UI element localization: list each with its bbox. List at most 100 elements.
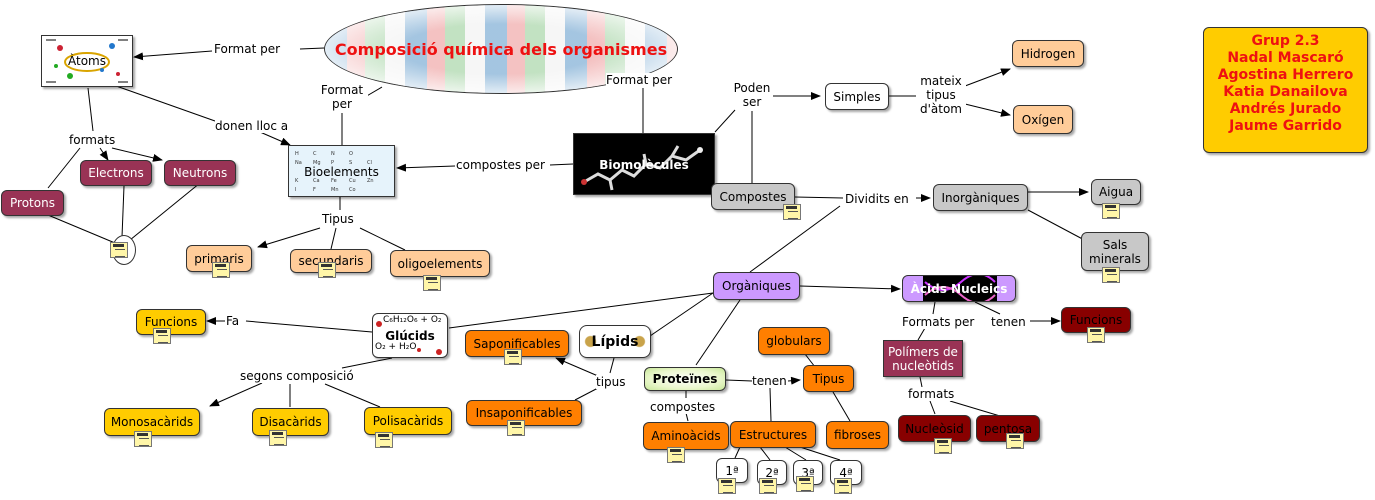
note-document-icon[interactable] [1102, 203, 1120, 219]
link-label-dividits-en: Dividits en [845, 192, 909, 206]
node-tipus-proteines[interactable]: Tipus [803, 365, 854, 392]
link-label-compostes: compostes [650, 400, 716, 414]
link-label-tipus: tipus [596, 375, 626, 389]
node-globulars[interactable]: globulars [758, 327, 830, 355]
node-compostes-label: Compostes [719, 189, 787, 204]
node-monosacarids-label: Monosacàrids [110, 415, 194, 429]
svg-text:O: O [349, 151, 353, 157]
link-label-format-per: Format per [214, 42, 281, 56]
node-oxigen[interactable]: Oxígen [1013, 105, 1073, 134]
node-simples[interactable]: Simples [825, 83, 889, 110]
node-electrons-label: Electrons [88, 166, 144, 180]
note-document-icon[interactable] [759, 478, 777, 494]
note-document-icon[interactable] [212, 262, 230, 278]
note-document-icon[interactable] [667, 447, 685, 463]
node-fibroses[interactable]: fibroses [826, 421, 889, 449]
atom-diagram-image [46, 39, 128, 83]
node-neutrons-label: Neutrons [172, 166, 228, 180]
node-glucids[interactable]: C₆H₁₂O₆ + O₂ Glúcids O₂ + H₂O [372, 313, 448, 358]
link-label-donen-lloc-a: donen lloc a [215, 119, 289, 133]
node-polimers[interactable]: Polímers de nucleòtids [883, 340, 963, 377]
node-oligoelements-label: oligoelements [397, 256, 483, 271]
node-disacarids[interactable]: Disacàrids [252, 408, 329, 436]
node-hidrogen-label: Hidrogen [1020, 46, 1076, 61]
node-polisacarids[interactable]: Polisacàrids [364, 407, 452, 435]
node-nucleosid[interactable]: Nucleòsid [898, 415, 971, 442]
node-inorganiques[interactable]: Inorgàniques [933, 184, 1028, 211]
node-acids-nucleics[interactable]: Àcids Nucleics [902, 275, 1016, 302]
node-estructures-label: Estructures [738, 427, 808, 442]
node-inorganiques-label: Inorgàniques [941, 190, 1020, 205]
node-neutrons[interactable]: Neutrons [164, 160, 236, 186]
credits-line: Jaume Garrido [1229, 118, 1342, 134]
note-document-icon[interactable] [110, 242, 128, 258]
note-document-icon[interactable] [504, 349, 522, 365]
node-oxigen-label: Oxígen [1021, 112, 1065, 127]
link-label-formats-per: Formats per [902, 315, 975, 329]
note-document-icon[interactable] [1006, 433, 1024, 449]
svg-text:K: K [295, 178, 299, 184]
note-document-icon[interactable] [796, 476, 814, 492]
node-aigua[interactable]: Aigua [1091, 179, 1141, 205]
node-protons[interactable]: Protons [1, 190, 64, 216]
node-organiques[interactable]: Orgàniques [713, 272, 800, 300]
link-label-mateix-tipus: mateix tipus d'àtom [916, 74, 966, 116]
node-protons-label: Protons [10, 196, 55, 210]
node-funcions-acids[interactable]: Funcions [1061, 307, 1131, 333]
note-document-icon[interactable] [834, 478, 852, 494]
link-label-poden-ser: Poden ser [731, 81, 773, 109]
note-document-icon[interactable] [318, 262, 336, 278]
molecule-structure-image [581, 145, 703, 191]
node-primaris-label: primaris [194, 251, 244, 266]
node-aminoacids[interactable]: Aminoàcids [643, 422, 729, 450]
node-monosacarids[interactable]: Monosacàrids [104, 408, 200, 436]
node-glucids-label: Glúcids [385, 329, 435, 343]
node-funcions-label: Funcions [144, 315, 198, 329]
node-pentosa[interactable]: pentosa [976, 415, 1040, 442]
link-label-compostes-per: compostes per [456, 158, 545, 172]
node-polimers-label: Polímers de nucleòtids [888, 344, 958, 373]
svg-text:H: H [295, 151, 299, 157]
svg-text:Zn: Zn [367, 178, 374, 184]
node-proteines[interactable]: Proteïnes [644, 367, 726, 391]
node-compostes[interactable]: Compostes [711, 183, 795, 210]
glucids-formula-top: C₆H₁₂O₆ + O₂ [383, 315, 442, 325]
svg-text:Ca: Ca [313, 178, 320, 184]
node-insaponificables-label: Insaponificables [475, 406, 573, 420]
svg-text:Cl: Cl [367, 160, 372, 166]
note-document-icon[interactable] [1087, 327, 1105, 343]
note-document-icon[interactable] [718, 478, 736, 494]
note-document-icon[interactable] [423, 275, 441, 291]
note-document-icon[interactable] [507, 420, 525, 436]
credits-line: Andrés Jurado [1229, 101, 1342, 117]
note-document-icon[interactable] [1102, 267, 1120, 283]
node-lipids[interactable]: Lípids [579, 325, 651, 358]
svg-text:I: I [295, 187, 296, 193]
note-document-icon[interactable] [375, 432, 393, 448]
node-electrons[interactable]: Electrons [80, 160, 152, 186]
node-simples-label: Simples [833, 89, 881, 104]
node-atoms[interactable]: Àtoms [41, 35, 133, 87]
node-estructures[interactable]: Estructures [730, 421, 816, 448]
node-lipids-label: Lípids [591, 334, 639, 350]
credits-line: Grup 2.3 [1251, 33, 1320, 49]
node-estructura-2-label: 2ª [765, 465, 779, 480]
glucids-formula-bottom: O₂ + H₂O [375, 342, 417, 352]
note-document-icon[interactable] [153, 328, 171, 344]
node-oligoelements[interactable]: oligoelements [390, 250, 490, 277]
node-funcions[interactable]: Funcions [136, 309, 206, 335]
credits-box[interactable]: Grup 2.3 Nadal Mascaró Agostina Herrero … [1203, 27, 1368, 153]
node-atoms-label: Àtoms [68, 54, 106, 68]
node-sals-minerals[interactable]: Sals minerals [1081, 232, 1149, 271]
node-estructura-4-label: 4ª [839, 465, 853, 480]
node-biomolecules[interactable]: Biomolècules [573, 133, 715, 195]
link-label-format-per: Format per [606, 73, 673, 87]
svg-text:Fe: Fe [331, 178, 337, 184]
node-secundaris-label: secundaris [298, 254, 364, 268]
note-document-icon[interactable] [269, 430, 287, 446]
node-hidrogen[interactable]: Hidrogen [1012, 40, 1084, 67]
note-document-icon[interactable] [134, 431, 152, 447]
note-document-icon[interactable] [783, 204, 801, 220]
note-document-icon[interactable] [934, 438, 952, 454]
